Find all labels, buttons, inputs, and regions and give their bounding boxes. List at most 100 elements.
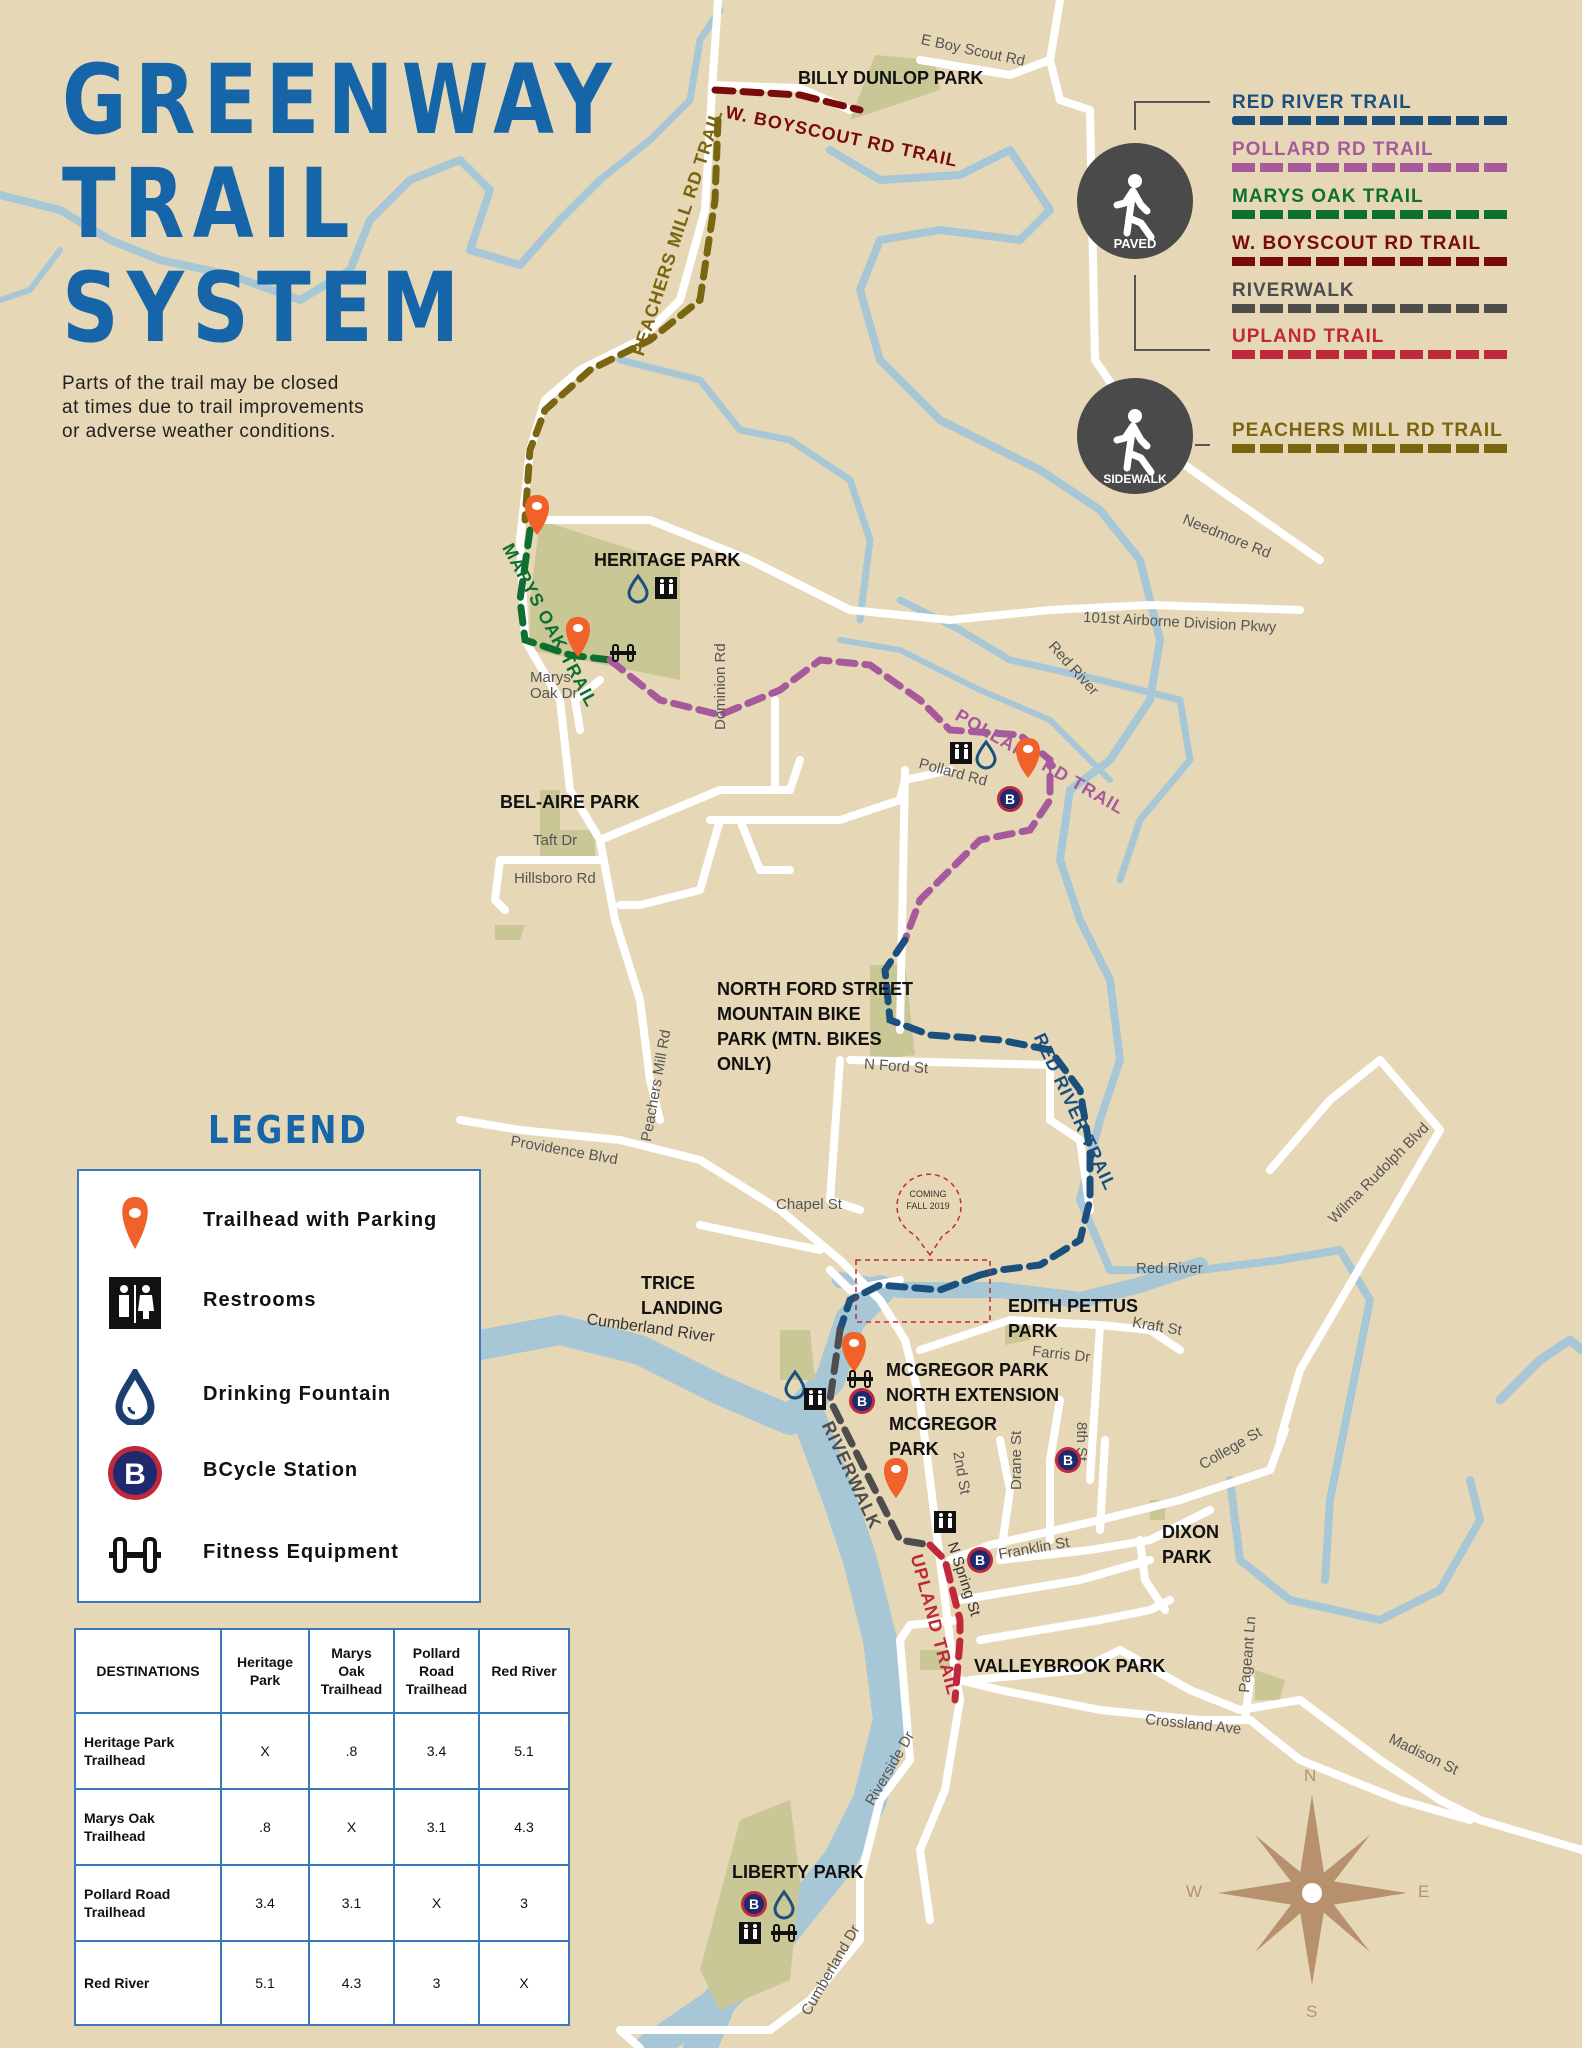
park-small: [495, 925, 525, 940]
trail-key-label: W. BOYSCOUT RD TRAIL: [1232, 233, 1482, 254]
legend-label: Drinking Fountain: [203, 1383, 392, 1405]
compass-n: N: [1304, 1766, 1317, 1785]
park-label-liberty[interactable]: LIBERTY PARK: [732, 1862, 864, 1882]
table-cell: 5.1: [220, 1940, 310, 2026]
legend-item-restrooms: Restrooms: [79, 1271, 479, 1331]
park-label-mcgregor[interactable]: MCGREGOR PARK: [889, 1412, 997, 1462]
svg-text:SIDEWALK: SIDEWALK: [1103, 472, 1167, 486]
label-line: EDITH PETTUS: [1008, 1296, 1139, 1316]
street-label: Taft Dr: [533, 832, 578, 849]
table-cell: X: [393, 1864, 480, 1942]
roads: [456, 0, 1582, 2048]
park-label-north-ford[interactable]: NORTH FORD STREET MOUNTAIN BIKE PARK (MT…: [717, 977, 913, 1077]
trail-key-swatch: [1232, 304, 1512, 313]
trail-upland: [926, 1541, 964, 1704]
legend-item-fountain: Drinking Fountain: [79, 1365, 479, 1425]
table-cell: .8: [220, 1788, 310, 1866]
pedestrian-icon: SIDEWALK: [1103, 409, 1167, 486]
key-connector: [1134, 101, 1210, 446]
row-header: Red River: [74, 1940, 222, 2026]
park-label-mcgregor-north[interactable]: MCGREGOR PARK NORTH EXTENSION: [886, 1358, 1059, 1408]
legend-label: Fitness Equipment: [203, 1541, 399, 1563]
park-label-valleybrook[interactable]: VALLEYBROOK PARK: [974, 1656, 1166, 1676]
trail-key-label: RIVERWALK: [1232, 280, 1355, 301]
table-cell: 3.4: [220, 1864, 310, 1942]
park-label-trice[interactable]: TRICE LANDING: [641, 1271, 723, 1321]
trail-key-label: RED RIVER TRAIL: [1232, 92, 1412, 113]
trail-key-label: POLLARD RD TRAIL: [1232, 139, 1434, 160]
park-edith: [1005, 1320, 1030, 1345]
trail-key-swatch: [1232, 163, 1512, 172]
row-header-line: Red River: [84, 1975, 150, 1991]
label-line: MCGREGOR PARK: [886, 1360, 1049, 1380]
row-header-line: Trailhead: [84, 1904, 146, 1920]
park-pageant: [1255, 1670, 1285, 1700]
legend-item-bcycle: B BCycle Station: [79, 1441, 479, 1501]
coming-soon-area: [855, 1173, 991, 1323]
trail-key-swatch: [1232, 257, 1512, 266]
title-line-1: GREENWAY: [62, 44, 620, 156]
trail-boyscout: [711, 86, 864, 114]
pedestrian-icon: PAVED: [1113, 174, 1156, 251]
label-line: ONLY): [717, 1054, 772, 1074]
park-billy-dunlop: [850, 55, 940, 120]
paved-badge: PAVED: [1077, 143, 1193, 259]
table-cell: X: [308, 1788, 395, 1866]
closure-notice: Parts of the trail may be closed at time…: [62, 372, 364, 444]
svg-text:B: B: [124, 1458, 146, 1491]
label-line: Oak Dr: [530, 685, 578, 702]
column-header: Red River: [478, 1628, 570, 1714]
legend-label: BCycle Station: [203, 1459, 359, 1481]
label-line: TRICE: [641, 1273, 695, 1293]
park-label-heritage[interactable]: HERITAGE PARK: [594, 550, 741, 570]
label-line: MCGREGOR: [889, 1414, 997, 1434]
table-row: Red River 5.1 4.3 3 X: [74, 1940, 570, 2026]
table-cell: 4.3: [308, 1940, 395, 2026]
notice-line-2: at times due to trail improvements: [62, 397, 365, 418]
trail-peachers-mill: [521, 116, 722, 524]
table-cell: 3: [478, 1864, 570, 1942]
row-header-line: Heritage Park: [84, 1734, 175, 1750]
street-label: Hillsboro Rd: [514, 870, 596, 887]
table-cell: 3.1: [308, 1864, 395, 1942]
notice-line-3: or adverse weather conditions.: [62, 421, 336, 442]
trail-lines[interactable]: [516, 86, 1094, 1704]
park-bel-aire: [540, 790, 595, 860]
trail-key-swatch: [1232, 444, 1512, 453]
bcycle-icon: B: [108, 1446, 162, 1500]
legend-item-trailhead: Trailhead with Parking: [79, 1191, 479, 1251]
legend: Trailhead with Parking Restrooms Drinkin…: [77, 1169, 481, 1603]
label-line: LANDING: [641, 1298, 723, 1318]
trail-key-swatch: [1232, 210, 1512, 219]
park-label-billy-dunlop[interactable]: BILLY DUNLOP PARK: [798, 68, 984, 88]
trail-key-label: UPLAND TRAIL: [1232, 326, 1385, 347]
compass-rose-icon: [1218, 1795, 1407, 1985]
label-line: COMING: [909, 1189, 947, 1199]
legend-item-fitness: Fitness Equipment: [79, 1523, 479, 1583]
label-line: DIXON: [1162, 1522, 1220, 1542]
table-cell: X: [478, 1940, 570, 2026]
park-valleybrook: [920, 1650, 955, 1670]
page-title: GREENWAY TRAIL SYSTEM: [62, 48, 620, 360]
header-line: Road: [419, 1663, 454, 1679]
trail-riverwalk: [826, 1326, 934, 1549]
header-line: Heritage: [236, 1654, 294, 1670]
label-line: PARK: [1162, 1547, 1212, 1567]
trail-key-label: PEACHERS MILL RD TRAIL: [1232, 420, 1503, 441]
table-cell: X: [220, 1712, 310, 1790]
table-cell: .8: [308, 1712, 395, 1790]
compass-e: E: [1418, 1882, 1430, 1901]
street-label-marys-oak-dr: Marys Oak Dr: [530, 670, 578, 702]
park-label-dixon[interactable]: DIXON PARK: [1162, 1520, 1219, 1570]
row-header-line: Trailhead: [84, 1828, 146, 1844]
row-header-line: Trailhead: [84, 1752, 146, 1768]
park-label-bel-aire[interactable]: BEL-AIRE PARK: [500, 792, 640, 812]
park-label-edith-pettus[interactable]: EDITH PETTUS PARK: [1008, 1294, 1138, 1344]
